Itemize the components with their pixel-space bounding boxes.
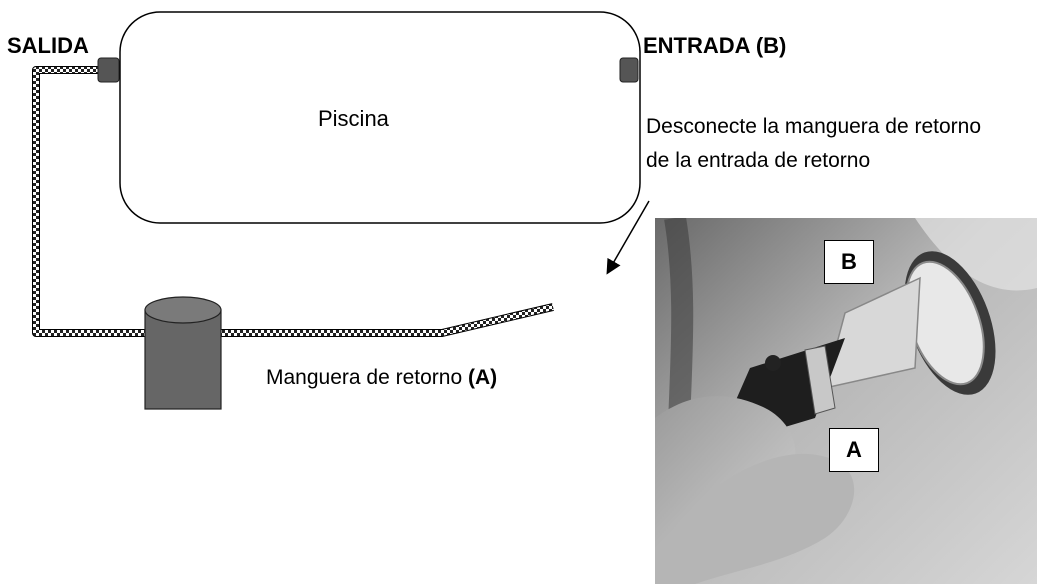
photo-illustration [655, 218, 1037, 584]
outlet-fitting [97, 57, 120, 83]
photo-tag-a: A [829, 428, 879, 472]
hose-label-text: Manguera de retorno [266, 366, 463, 389]
hose-label-tag: (A) [467, 366, 498, 389]
hose-label: Manguera de retorno (A) [266, 367, 497, 388]
instruction-line-1: Desconecte la manguera de retorno [646, 115, 982, 138]
instruction-line-2: de la entrada de retorno [646, 149, 871, 172]
inlet-label: ENTRADA (B) [643, 33, 787, 58]
pointer-arrow [606, 200, 650, 275]
pool-label: Piscina [318, 106, 389, 131]
inlet-fitting [619, 57, 639, 83]
outlet-label: SALIDA [7, 33, 89, 58]
photo-tag-b: B [824, 240, 874, 284]
pump-cylinder [144, 296, 222, 410]
connection-photo: B A [655, 218, 1037, 584]
pool-outline [119, 11, 641, 224]
